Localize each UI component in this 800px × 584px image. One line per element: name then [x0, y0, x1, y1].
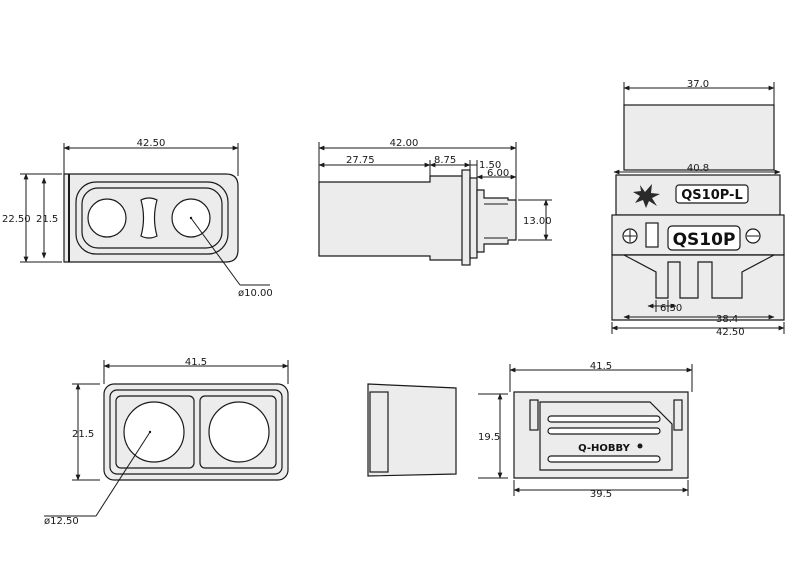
cap-outline — [367, 383, 457, 477]
front-hole-label: ø10.00 — [238, 288, 273, 299]
side-flange-label: 1.50 — [479, 160, 501, 171]
front-view: 42.50 22.50 21.5 ø10.00 — [2, 138, 273, 299]
end-top-block — [623, 104, 775, 171]
front-center-key — [140, 197, 158, 239]
side-step-label: 8.75 — [434, 155, 456, 166]
socket-pin-hole-right — [208, 401, 270, 463]
rating-tag — [645, 222, 659, 248]
side-height-label: 13.00 — [523, 216, 552, 227]
side-tail-label: 6.00 — [487, 168, 509, 179]
cap-view — [367, 383, 457, 477]
model-l-badge — [675, 184, 749, 204]
housing-latch — [529, 399, 539, 431]
registered-mark-icon — [637, 443, 643, 449]
grip-ribs — [547, 415, 661, 463]
side-body-outline — [318, 175, 471, 261]
housing-bottom-label: 39.5 — [590, 489, 612, 500]
end-outer-width-label: 42.50 — [716, 327, 745, 338]
socket-height-label: 21.5 — [72, 429, 94, 440]
socket-hole-label: ø12.50 — [44, 516, 79, 527]
front-inner-height-label: 21.5 — [36, 214, 58, 225]
front-pin-hole-left — [87, 198, 127, 238]
end-mid-width-label: 40.8 — [687, 163, 709, 174]
socket-width-label: 41.5 — [185, 357, 207, 368]
spark-icon — [633, 184, 660, 208]
housing-view: 41.5 19.5 Q-HOBBY 39.5 — [478, 361, 693, 500]
brand-logo-text: Q-HOBBY — [578, 443, 630, 454]
end-inner-width-label: 38.4 — [716, 314, 738, 325]
model-l-text: QS10P-L — [681, 188, 742, 203]
side-total-label: 42.00 — [390, 138, 419, 149]
side-view: 42.00 27.75 8.75 1.50 6.00 13.00 — [318, 138, 552, 266]
end-slot-contour — [623, 254, 775, 299]
side-body-label: 27.75 — [346, 155, 375, 166]
model-text: QS10P — [673, 230, 736, 250]
end-view: 37.0 40.8 QS10P-L QS10P 6.50 38.4 42.50 — [611, 79, 785, 338]
front-outer-height-label: 22.50 — [2, 214, 31, 225]
side-tail — [476, 189, 517, 253]
end-slot-label: 6.50 — [660, 303, 682, 314]
side-flange — [461, 169, 471, 266]
front-width-label: 42.50 — [137, 138, 166, 149]
socket-view: 41.5 21.5 ø12.50 — [44, 357, 289, 527]
end-top-width-label: 37.0 — [687, 79, 709, 90]
housing-width-label: 41.5 — [590, 361, 612, 372]
housing-height-label: 19.5 — [478, 432, 500, 443]
model-badge — [667, 225, 741, 251]
socket-pin-hole-left — [123, 401, 185, 463]
